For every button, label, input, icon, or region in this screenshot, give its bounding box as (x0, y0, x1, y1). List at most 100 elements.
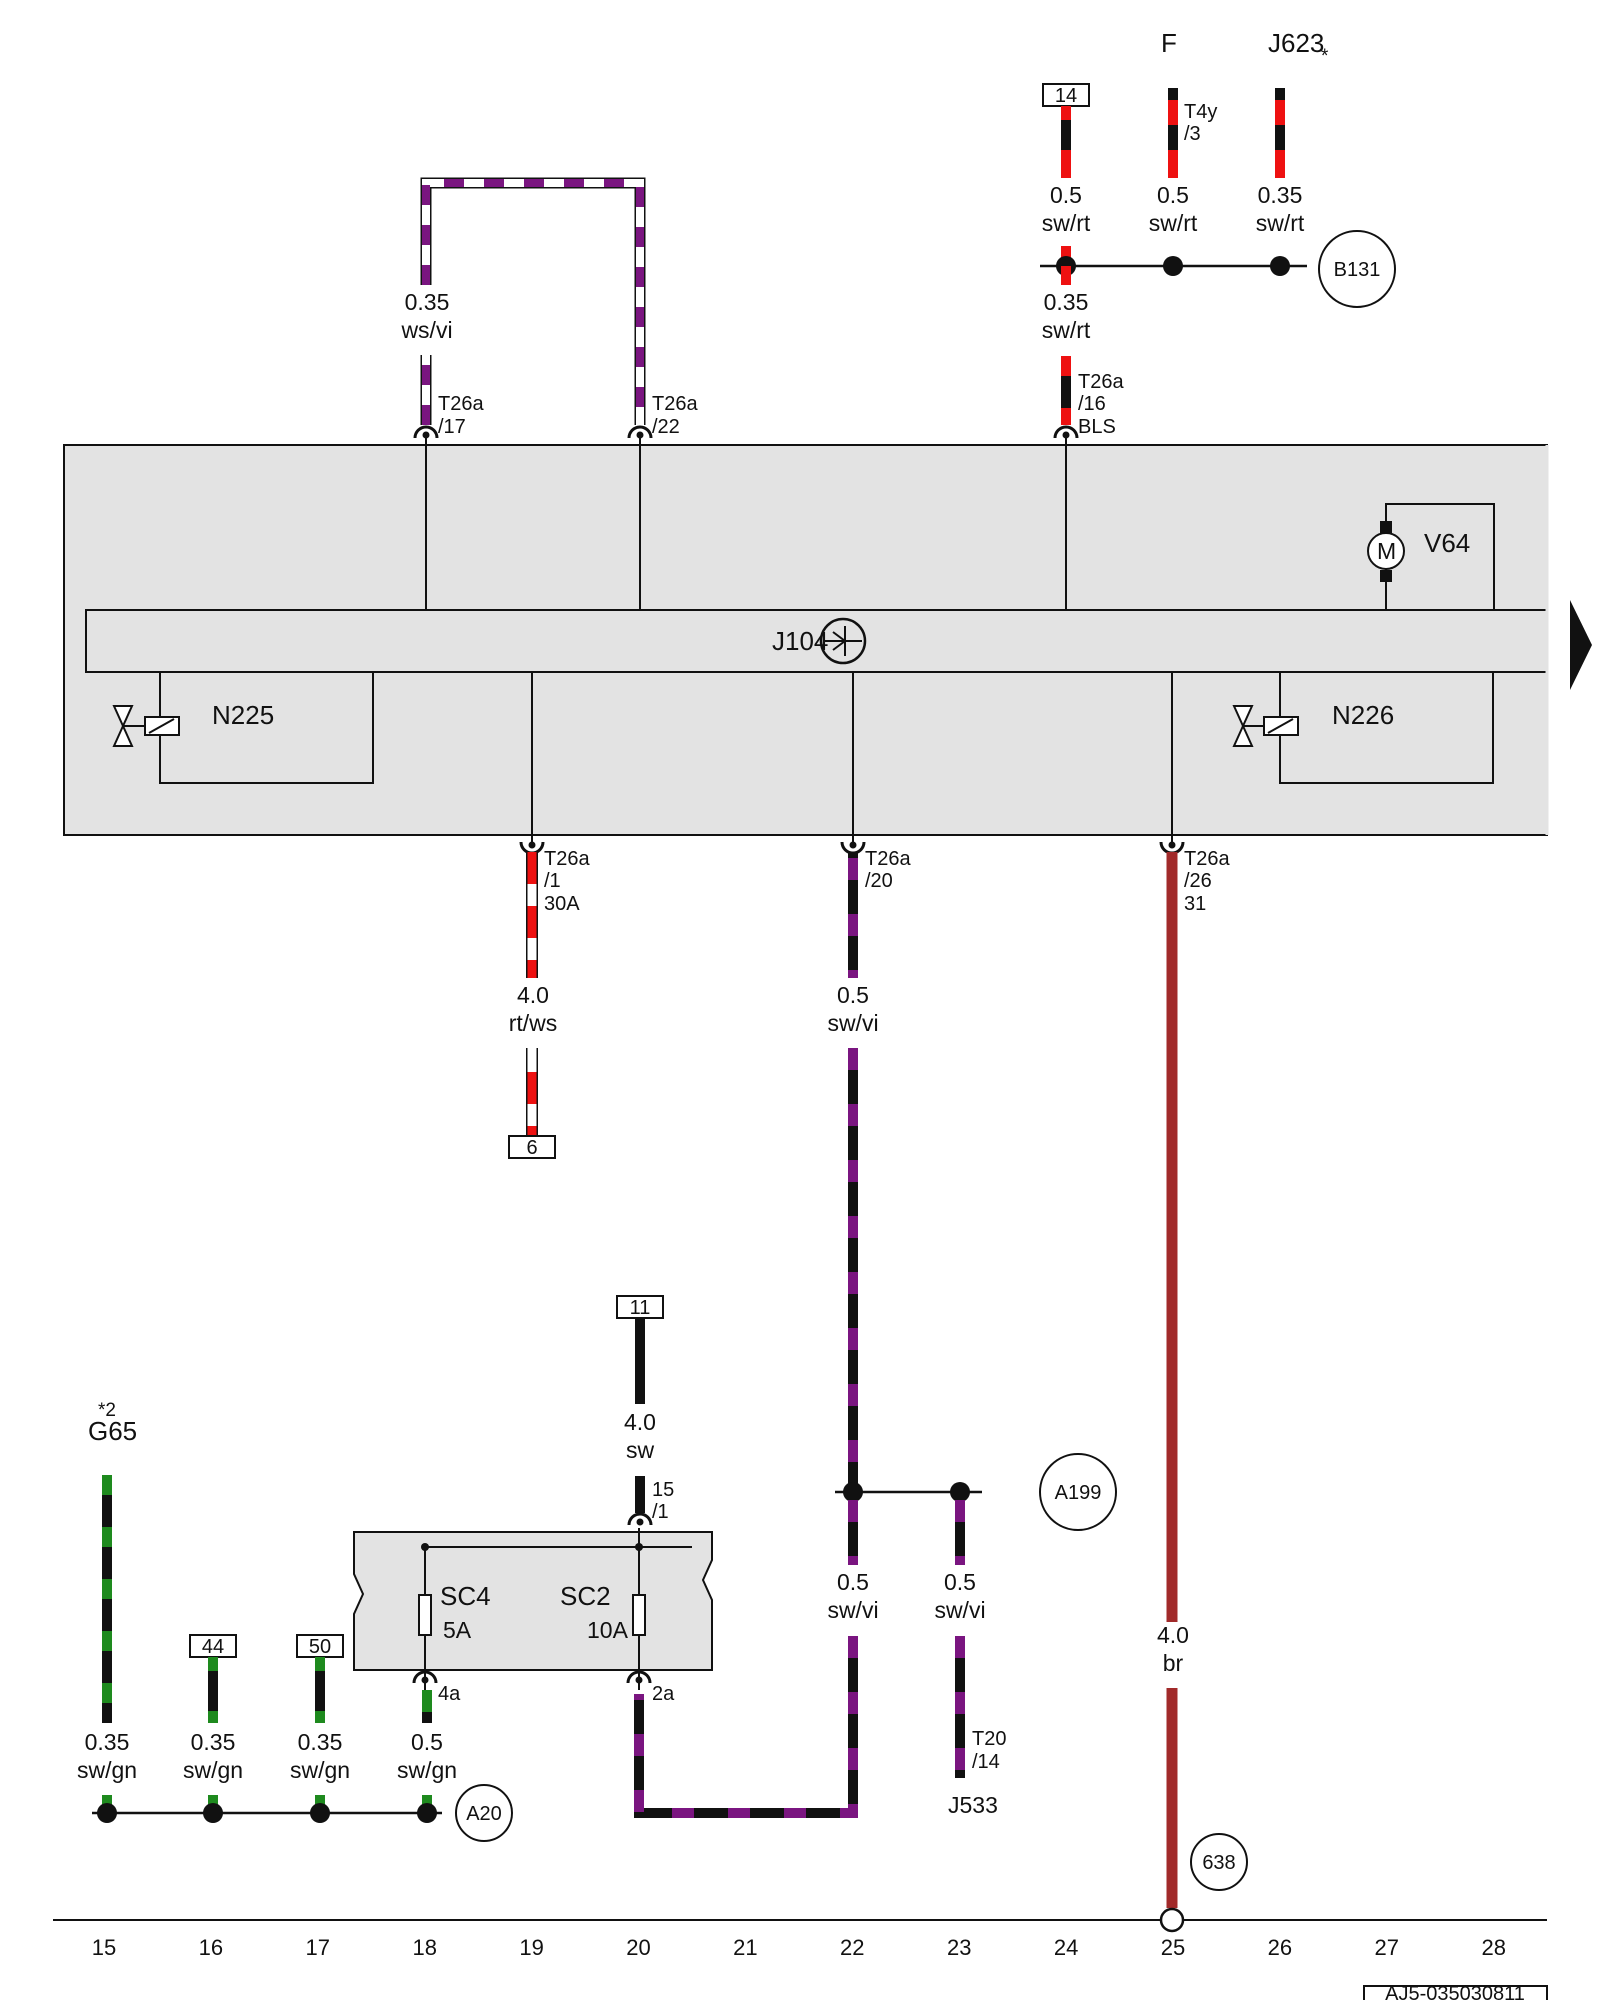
wire-sw-vi-to-2a (634, 1636, 858, 1818)
wire-gn18-size: 0.5 (411, 1729, 443, 1755)
c15-1-name: 15 (652, 1479, 674, 1501)
junction-dot (310, 1803, 330, 1823)
junction-dot (1270, 256, 1290, 276)
column-number: 20 (626, 1935, 650, 1960)
t26a-26-name: T26a (1184, 848, 1230, 870)
sc2-label: SC2 (560, 1581, 611, 1611)
node-b131-marker[interactable] (1318, 230, 1396, 308)
t26a-16-signal: BLS (1078, 416, 1116, 438)
wire-gn15-size: 0.35 (85, 1729, 130, 1755)
wire-a199-right-size: 0.5 (944, 1569, 976, 1595)
connector-2a-icon (626, 1670, 652, 1684)
wire-a199-right-color: sw/vi (934, 1597, 985, 1623)
t20-14-pin: /14 (972, 1751, 1000, 1773)
sc4-rating: 5A (443, 1617, 472, 1643)
wire-gn16-color: sw/gn (183, 1757, 243, 1783)
j104-module-bar (85, 609, 1548, 673)
connector-t26a-1-icon (519, 841, 545, 855)
wire-gn18-color: sw/gn (397, 1757, 457, 1783)
wire-pin26-color: br (1163, 1650, 1184, 1676)
t4y-3-pin: /3 (1184, 123, 1201, 145)
wire-f-color: sw/rt (1149, 210, 1198, 236)
fuse-sc2-icon (632, 1594, 646, 1636)
n225-label: N225 (212, 700, 274, 730)
node-638-marker[interactable] (1190, 1833, 1248, 1891)
connector-15-1-icon (627, 1512, 653, 1526)
g65-label: G65 (88, 1416, 137, 1446)
c4a-label: 4a (438, 1683, 461, 1705)
connector-t26a-26-icon (1159, 841, 1185, 855)
wire-14-color: sw/rt (1042, 210, 1091, 236)
node-a20-marker[interactable] (455, 1784, 513, 1842)
c2a-label: 2a (652, 1683, 675, 1705)
j104-label: J104 (772, 626, 828, 656)
column-number: 16 (199, 1935, 223, 1960)
wire-j623-size: 0.35 (1258, 182, 1303, 208)
c15-1-pin: /1 (652, 1501, 669, 1523)
wire-ws-vi (420, 177, 646, 425)
document-id: AJ5-035030811 (1385, 1983, 1525, 2000)
ground-point (1159, 1907, 1185, 1933)
column-number: 15 (92, 1935, 116, 1960)
t26a-1-pin: /1 (544, 870, 561, 892)
wire-sw11-color: sw (626, 1437, 655, 1463)
wire-gn17-size: 0.35 (298, 1729, 343, 1755)
wire-14-size: 0.5 (1050, 182, 1082, 208)
t26a-1-signal: 30A (544, 893, 580, 915)
ref-44-label: 44 (202, 1636, 224, 1658)
wire-pin1-size: 4.0 (517, 982, 549, 1008)
t4y-3-name: T4y (1184, 101, 1217, 123)
junction-dot (417, 1803, 437, 1823)
t26a-17-pin: /17 (438, 416, 466, 438)
column-number: 21 (733, 1935, 757, 1960)
fuse-sc4-icon (418, 1594, 432, 1636)
wire-a199-left-size: 0.5 (837, 1569, 869, 1595)
node-638-label: 638 (1202, 1852, 1235, 1874)
t26a-22-pin: /22 (652, 416, 680, 438)
t26a-16-pin: /16 (1078, 393, 1106, 415)
column-number: 28 (1481, 1935, 1505, 1960)
wire-j623-color: sw/rt (1256, 210, 1305, 236)
wire-sw11-size: 4.0 (624, 1409, 656, 1435)
t26a-26-pin: /26 (1184, 870, 1212, 892)
connector-4a-icon (412, 1670, 438, 1684)
t26a-22-name: T26a (652, 393, 698, 415)
sc2-rating: 10A (587, 1617, 629, 1643)
wire-pin20-color: sw/vi (827, 1010, 878, 1036)
column-number: 27 (1375, 1935, 1399, 1960)
abs-control-icon (819, 617, 867, 665)
wire-pin26-size: 4.0 (1157, 1622, 1189, 1648)
document-id-box (1363, 1985, 1548, 2000)
svg-text:M: M (1377, 538, 1396, 564)
fuse-box-sc (353, 1531, 713, 1671)
column-number: 19 (519, 1935, 543, 1960)
column-number: 24 (1054, 1935, 1078, 1960)
t26a-16-name: T26a (1078, 371, 1124, 393)
wire-ws-vi-color: ws/vi (400, 317, 452, 343)
continuation-arrow-icon[interactable] (1570, 600, 1592, 690)
t26a-20-pin: /20 (865, 870, 893, 892)
ref-box-6[interactable] (508, 1135, 556, 1159)
wire-gn16-size: 0.35 (191, 1729, 236, 1755)
wire-gn15-color: sw/gn (77, 1757, 137, 1783)
ref-6-label: 6 (526, 1137, 537, 1159)
node-a199-marker[interactable] (1039, 1453, 1117, 1531)
junction-dot (1163, 256, 1183, 276)
j623-note: * (1321, 46, 1329, 67)
g65-note: *2 (98, 1400, 116, 1421)
f-label: F (1161, 28, 1177, 58)
node-a20-label: A20 (466, 1803, 502, 1825)
ref-50-label: 50 (309, 1636, 331, 1658)
t26a-26-signal: 31 (1184, 893, 1206, 915)
node-b131-label: B131 (1334, 259, 1381, 281)
connector-t26a-20-icon (840, 841, 866, 855)
column-number: 22 (840, 1935, 864, 1960)
t20-14-name: T20 (972, 1728, 1006, 1750)
ref-11-label: 11 (630, 1297, 651, 1319)
n226-label: N226 (1332, 700, 1394, 730)
node-a199-label: A199 (1055, 1482, 1102, 1504)
pump-motor-icon: M (1367, 532, 1405, 570)
wire-b131-out-color: sw/rt (1042, 317, 1091, 343)
